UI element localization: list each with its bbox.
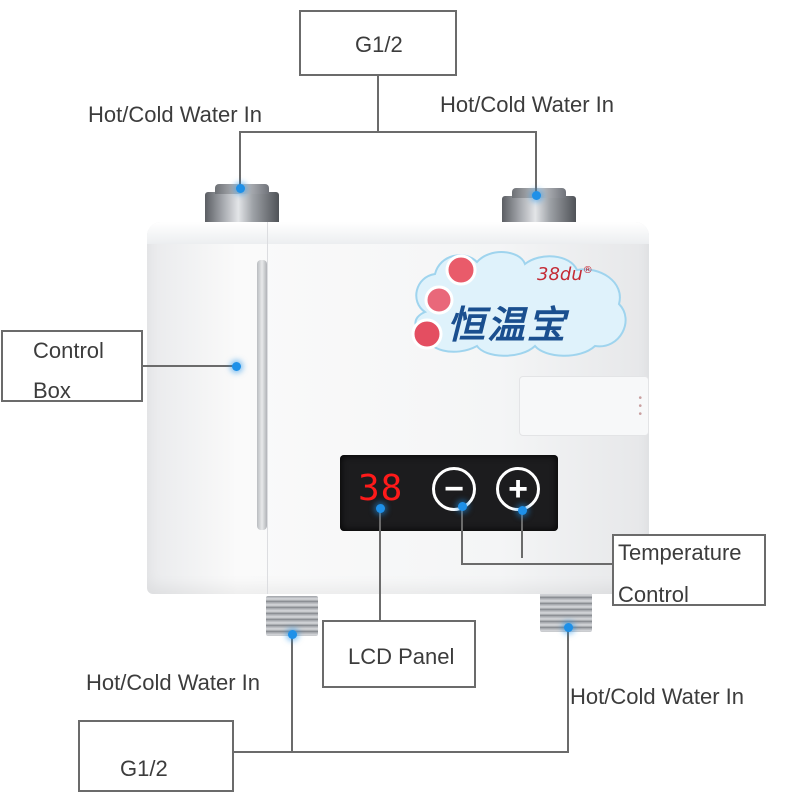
marker-bottom-right (563, 622, 573, 632)
leader-top-bracket (239, 131, 537, 195)
callout-lcd-panel: LCD Panel (322, 620, 476, 688)
marker-top-right (531, 190, 541, 200)
label-bottom-right-inlet: Hot/Cold Water In (570, 684, 745, 709)
marker-lcd (375, 503, 385, 513)
leader-bottom-bracket (291, 626, 569, 753)
brand-name: 38du® (537, 264, 593, 285)
device-side-seam (267, 222, 268, 594)
label-bottom-left-inlet: Hot/Cold Water In (86, 670, 261, 695)
device-side-slot (257, 260, 267, 530)
bottom-left-fitting (266, 596, 318, 636)
control-box-device: 38du® 恒温宝 ••• 38 − + (147, 222, 649, 594)
marker-top-left (235, 183, 245, 193)
tool-icon (445, 254, 477, 286)
brand-logo-cloud (411, 251, 627, 357)
flame-icon (411, 318, 443, 350)
marker-minus (457, 501, 467, 511)
label-top-left-inlet: Hot/Cold Water In (88, 102, 263, 127)
label-top-right-inlet: Hot/Cold Water In (440, 92, 615, 117)
decrease-temperature-button[interactable]: − (432, 467, 476, 511)
product-name: 恒温宝 (447, 303, 568, 347)
callout-temperature-control: Temperature Control (612, 534, 766, 606)
callout-bottom-thread: G1/2 (78, 720, 234, 792)
marker-control-box (231, 361, 241, 371)
device-top-edge (147, 222, 649, 244)
rating-sticker: ••• (519, 376, 649, 436)
callout-control-box: Control Box (1, 330, 143, 402)
marker-bottom-left (287, 629, 297, 639)
leader-temperature-control (461, 506, 614, 565)
shield-icon (424, 285, 454, 315)
callout-top-thread: G1/2 (299, 10, 457, 76)
temperature-readout: 38 (358, 468, 404, 509)
marker-plus (517, 505, 527, 515)
